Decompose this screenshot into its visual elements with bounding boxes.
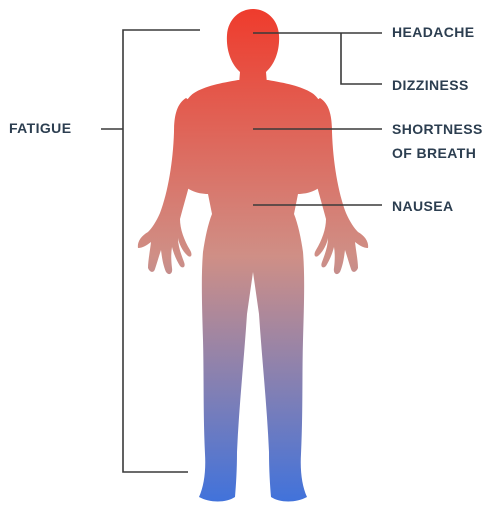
right-arm <box>308 98 368 274</box>
label-headache: HEADACHE <box>392 22 475 42</box>
left-arm <box>138 98 198 274</box>
label-shortness-of-breath-line-2: OF BREATH <box>392 143 476 163</box>
torso-and-legs <box>179 80 327 502</box>
label-dizziness: DIZZINESS <box>392 75 469 95</box>
label-fatigue: FATIGUE <box>9 118 71 138</box>
human-body-figure <box>138 9 368 502</box>
label-shortness-of-breath-line-1: SHORTNESS <box>392 119 483 139</box>
head <box>227 9 279 84</box>
label-nausea: NAUSEA <box>392 196 454 216</box>
dizziness-connector <box>341 33 382 84</box>
